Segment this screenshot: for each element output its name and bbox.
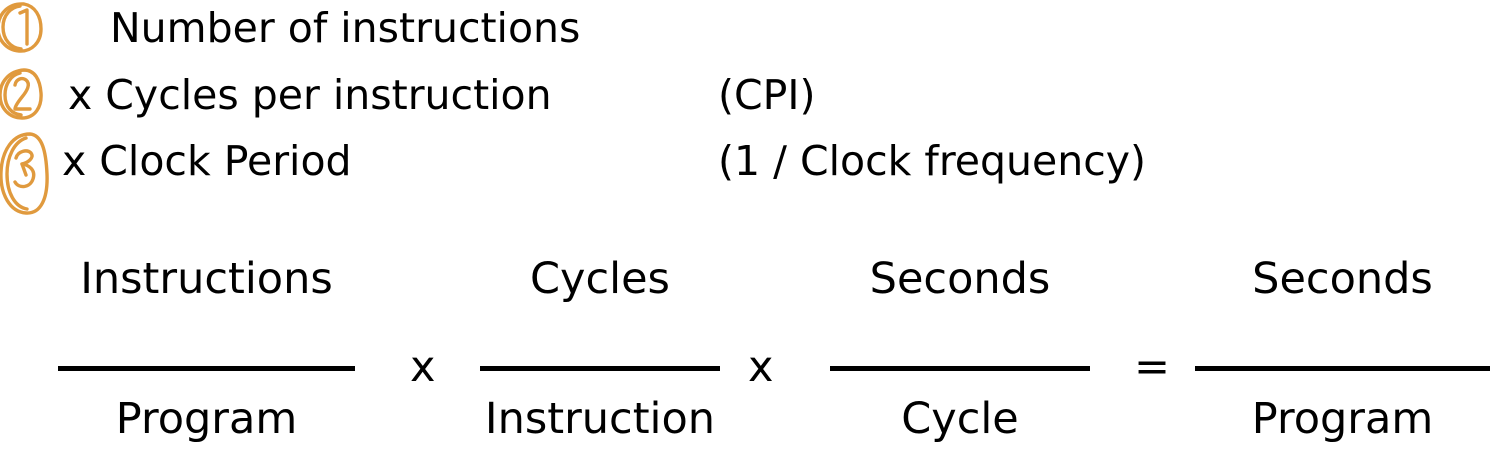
circled-number-1-icon — [0, 0, 46, 54]
operator-multiply-1: x — [410, 342, 436, 392]
fraction-numerator: Cycles — [530, 254, 670, 304]
fraction-denominator: Program — [1251, 394, 1434, 444]
circled-number-2-icon — [0, 66, 46, 122]
fraction-numerator: Instructions — [80, 254, 333, 304]
fraction-bar — [830, 366, 1090, 371]
bullet-line-clock-period: x Clock Period — [62, 137, 352, 185]
fraction-numerator: Seconds — [1252, 254, 1433, 304]
operator-multiply-2: x — [748, 342, 774, 392]
fraction-denominator: Instruction — [484, 394, 716, 444]
note-cpi: (CPI) — [718, 71, 816, 119]
fraction-denominator: Program — [115, 394, 298, 444]
operator-equals: = — [1134, 342, 1171, 392]
fraction-bar — [1195, 366, 1490, 371]
fraction-bar — [58, 366, 355, 371]
circled-number-3-icon — [0, 128, 52, 218]
fraction-denominator: Cycle — [901, 394, 1019, 444]
note-clock-frequency: (1 / Clock frequency) — [718, 137, 1147, 185]
bullet-line-cycles-per-instruction: x Cycles per instruction — [68, 71, 552, 119]
fraction-numerator: Seconds — [869, 254, 1051, 304]
performance-equation: Instructions Program x Cycles Instructio… — [0, 258, 1495, 472]
bullet-line-instructions: Number of instructions — [110, 4, 581, 52]
fraction-bar — [480, 366, 720, 371]
